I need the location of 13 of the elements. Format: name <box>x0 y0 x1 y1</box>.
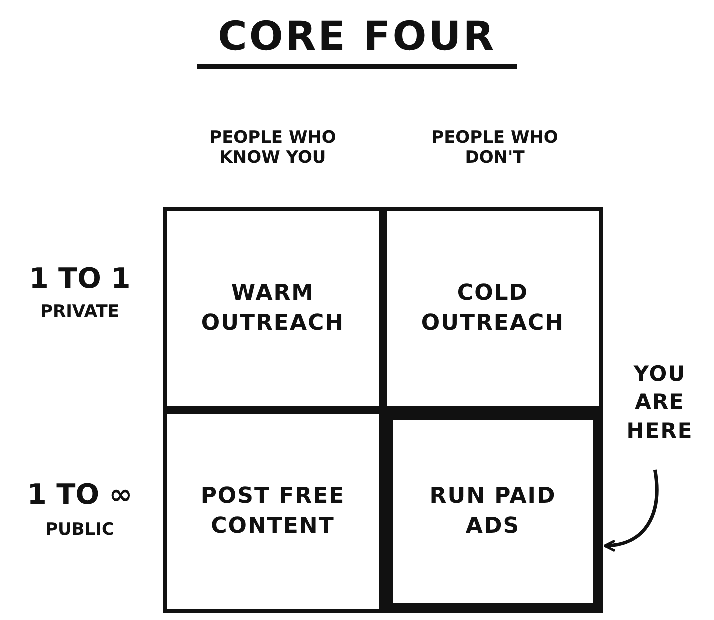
column-header: PEOPLE WHO KNOW YOU <box>208 128 338 169</box>
cell-text: RUN PAID ADS <box>430 484 556 538</box>
cell-text: POST FREE CONTENT <box>200 484 346 538</box>
row-label: PUBLIC <box>44 520 116 540</box>
arrow <box>604 470 659 552</box>
row-label: 1 TO 1 <box>28 262 132 296</box>
cell-text: COLD OUTREACH <box>421 280 565 336</box>
cell-text: WARM OUTREACH <box>201 280 345 336</box>
column-header: PEOPLE WHO DON'T <box>430 128 560 169</box>
title: CORE FOUR <box>197 14 517 69</box>
row-label: 1 TO ∞ <box>26 478 134 512</box>
note-text: YOU ARE HERE <box>626 360 694 445</box>
row-label: PRIVATE <box>40 302 120 322</box>
